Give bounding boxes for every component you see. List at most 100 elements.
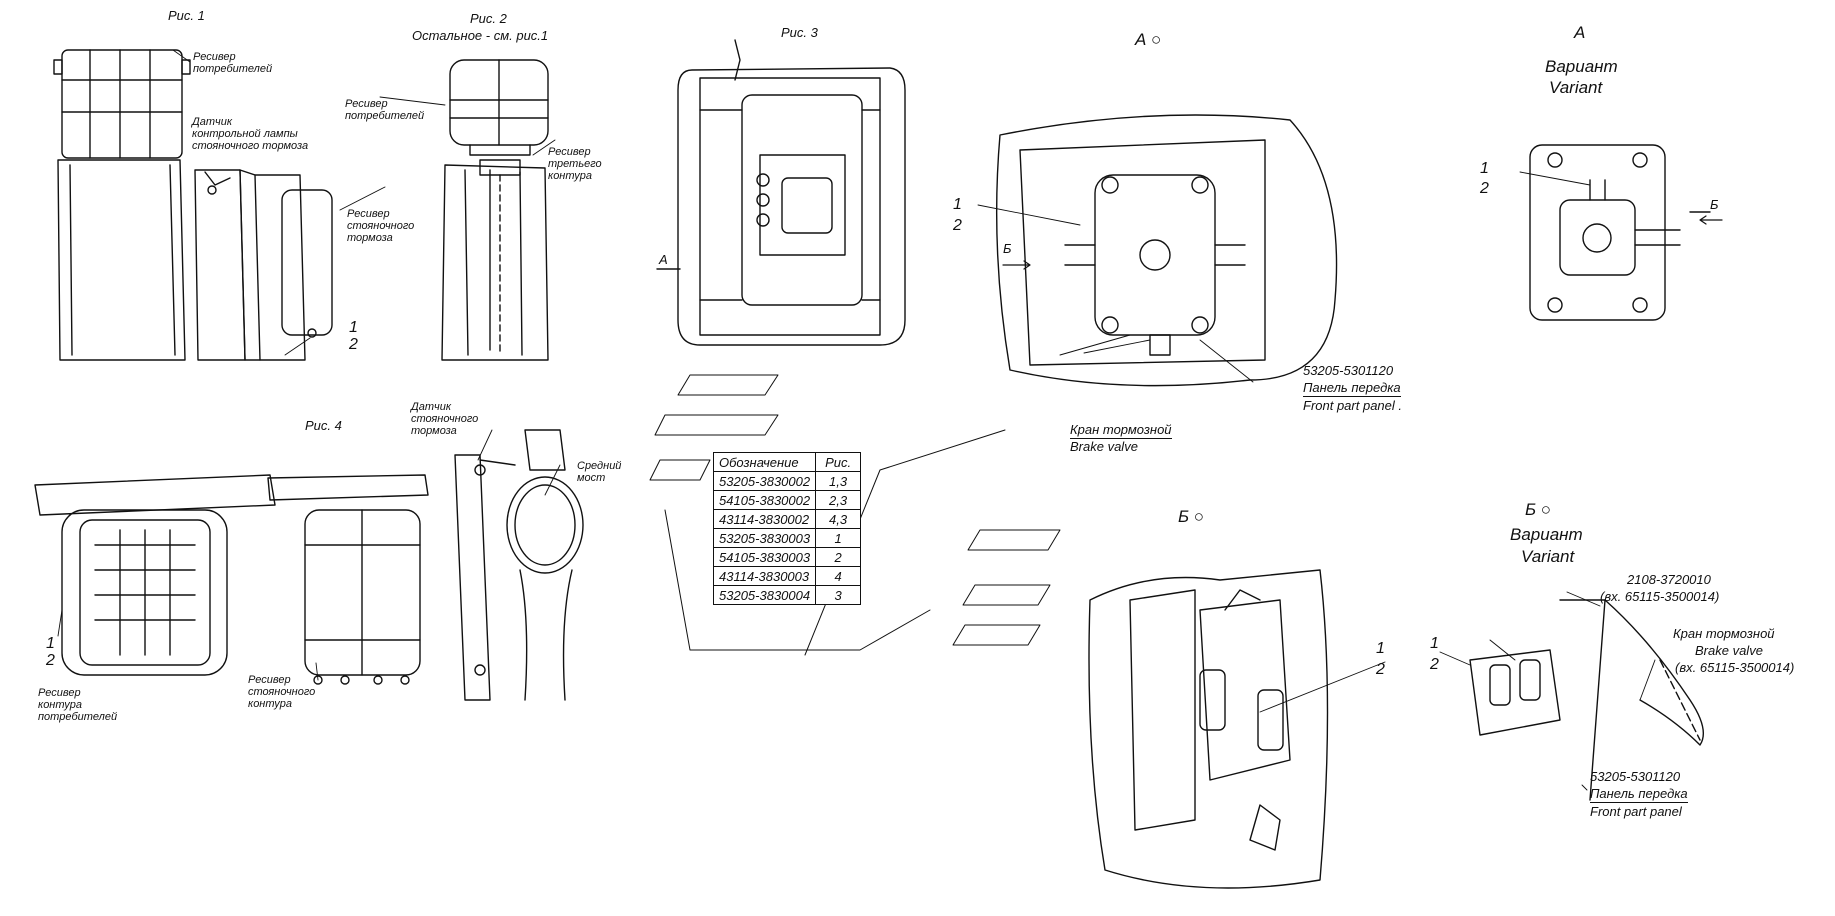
table-cell-designation: 53205-3830003: [712, 528, 817, 548]
table-cell-designation: 53205-3830002: [712, 471, 817, 491]
view-a-title: А ○: [1135, 30, 1162, 49]
view-a-panel-ru: Панель передка: [1303, 380, 1401, 397]
fig4-num-2: 2: [46, 652, 55, 669]
table-header-fig: Рис.: [815, 452, 862, 472]
view-a-arrow-b: Б: [1003, 241, 1012, 256]
fig1-drawing: [53, 49, 333, 361]
view-b-variant-valve-ru: Кран тормозной: [1673, 626, 1775, 641]
view-a-panel-en: Front part panel .: [1303, 398, 1402, 413]
fig2-frame: [441, 164, 549, 361]
view-b-variant-panel-ru: Панель передка: [1590, 786, 1688, 803]
fig4-label-parking: Ресивер стояночного контура: [248, 674, 316, 710]
fig2-drawing: [441, 59, 549, 361]
fig4-middle-axle: [506, 476, 584, 574]
view-a-variant-title: А: [1574, 23, 1586, 42]
view-a-valve-ru: Кран тормозной: [1070, 422, 1172, 439]
fig4-frame-left: [34, 474, 276, 516]
view-b-num-2: 2: [1376, 661, 1385, 678]
fig1-num-2: 2: [349, 336, 358, 353]
view-b-variant-drawing: [1469, 599, 1704, 801]
view-b-variant-panel-en: Front part panel: [1590, 804, 1682, 819]
fig2-title: Рис. 2: [470, 11, 507, 26]
fig4-num-1: 1: [46, 635, 55, 652]
table-header-row: Обозначение Рис.: [712, 452, 862, 472]
table-cell-fig: 4,3: [815, 509, 862, 529]
fig1-title: Рис. 1: [168, 8, 205, 23]
view-a-panel-code: 53205-5301120: [1303, 363, 1394, 378]
table-cell-fig: 1,3: [815, 471, 862, 491]
view-a-variant-num-2: 2: [1480, 180, 1489, 197]
view-b-variant-valve: [1469, 649, 1561, 736]
view-a-variant-drawing: [1529, 144, 1711, 321]
fig4-drawing: [34, 429, 584, 701]
fig1-frame-rail: [57, 159, 186, 361]
view-b-variant-num-2: 2: [1430, 656, 1439, 673]
table-cell-designation: 54105-3830002: [712, 490, 817, 510]
view-b-variant-panel-code: 53205-5301120: [1590, 769, 1681, 784]
table-cell-fig: 4: [815, 566, 862, 586]
fig4-title: Рис. 4: [305, 418, 342, 433]
fig2-label-third: Ресивер третьего контура: [548, 146, 602, 182]
fig1-label-parking: Ресивер стояночного тормоза: [347, 208, 415, 244]
fig3-title: Рис. 3: [781, 25, 818, 40]
view-a-variant-plate: [1529, 144, 1666, 321]
table-cell-designation: 43114-3830003: [712, 566, 817, 586]
view-a-valve-en: Brake valve: [1070, 439, 1138, 454]
fig1-num-1: 1: [349, 319, 358, 336]
view-b-drawing: [1088, 569, 1329, 889]
fig4-frame-mid: [267, 474, 429, 501]
fig3-drawing: [656, 39, 906, 346]
view-b-variant-ru: Вариант: [1510, 525, 1583, 544]
view-a-drawing: [995, 114, 1338, 387]
fig4-frame-side: [454, 454, 491, 701]
table-cell-fig: 3: [815, 585, 862, 605]
fig4-label-consumers: Ресивер контура потребителей: [38, 687, 118, 723]
view-b-variant-title: Б ○: [1525, 500, 1552, 519]
view-a-variant-ru: Вариант: [1545, 57, 1618, 76]
fig4-label-sensor: Датчик стояночного тормоза: [411, 401, 479, 437]
view-b-title: Б ○: [1178, 507, 1205, 526]
table-cell-designation: 54105-3830003: [712, 547, 817, 567]
view-b-variant-valve-ex: (вх. 65115-3500014): [1675, 660, 1795, 675]
view-a-num-1: 1: [953, 196, 962, 213]
table-cell-designation: 53205-3830004: [712, 585, 817, 605]
fig1-receiver-parking: [281, 189, 333, 336]
view-b-variant-num-1: 1: [1430, 635, 1439, 652]
view-b-variant-en: Variant: [1521, 547, 1575, 566]
view-a-variant-en: Variant: [1549, 78, 1603, 97]
view-b-variant-valve-en: Brake valve: [1695, 643, 1763, 658]
fig4-receiver-consumers: [61, 509, 228, 676]
fig2-label-consumers: Ресивер потребителей: [345, 98, 425, 122]
leader-lines: [57, 49, 1656, 791]
fig4-label-axle: Средний мост: [577, 460, 622, 484]
table-header-designation: Обозначение: [712, 452, 817, 472]
view-a-variant-valve: [1559, 199, 1636, 276]
fig2-subtitle: Остальное - см. рис.1: [412, 28, 549, 43]
view-b-num-1: 1: [1376, 640, 1385, 657]
view-a-brake-valve: [1094, 174, 1216, 336]
fig1-frame-rail-right: [194, 169, 246, 361]
fig1-label-sensor: Датчик контрольной лампы стояночного тор…: [192, 116, 309, 152]
view-b-variant-code-top: 2108-3720010: [1627, 572, 1711, 587]
fig1-label-consumers: Ресивер потребителей: [193, 51, 273, 75]
view-b-variant-code-top-ex: (вх. 65115-3500014): [1600, 589, 1720, 604]
view-a-variant-num-1: 1: [1480, 160, 1489, 177]
table-cell-fig: 2,3: [815, 490, 862, 510]
fig3-view-a-label: А: [659, 252, 668, 267]
view-a-variant-arrow-b: Б: [1710, 197, 1719, 212]
fig1-receiver-consumers: [61, 49, 183, 159]
table-cell-fig: 1: [815, 528, 862, 548]
fig3-cab-outline: [677, 67, 906, 346]
view-b-panel-outline: [1088, 569, 1329, 889]
view-a-num-2: 2: [953, 217, 962, 234]
